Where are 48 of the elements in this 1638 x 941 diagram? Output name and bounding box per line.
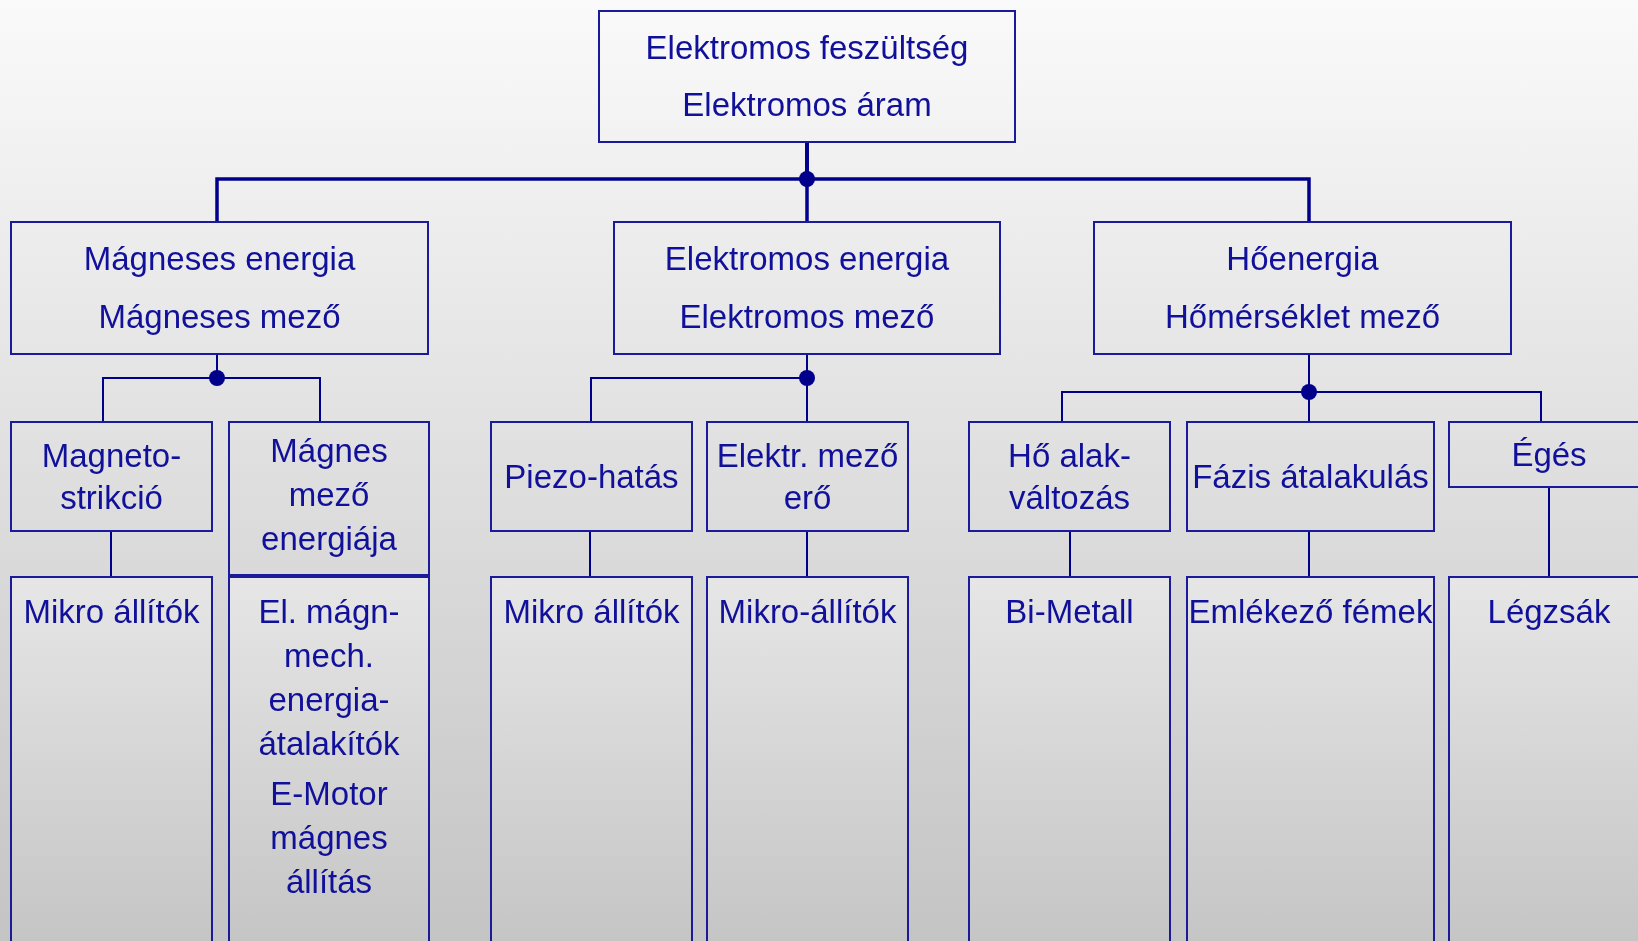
application-box (490, 576, 693, 941)
node-label: Hőenergia (1226, 239, 1379, 279)
node-label: Elektromos áram (682, 85, 932, 126)
node-label: Emlékező fémek (1188, 592, 1433, 632)
application-box (968, 576, 1171, 941)
node-label: Magneto-strikció (40, 435, 183, 518)
connector-line (1069, 531, 1071, 577)
node-label: Elektromos feszültség (645, 27, 969, 68)
connector-line (806, 531, 808, 577)
concept-box (1448, 421, 1638, 488)
connector-line (1308, 531, 1310, 577)
concept-box (10, 221, 429, 355)
application-box (1448, 576, 1638, 941)
node-label: Mágnes mező energiája (260, 431, 398, 559)
connector-line (110, 531, 112, 577)
concept-box (10, 421, 213, 532)
node-label: El. mágn-mech. energia-átalakítók (257, 592, 401, 764)
node-label: Bi-Metall (1005, 592, 1134, 632)
application-box (706, 576, 909, 941)
node-label: E-Motor mágnes állítás (269, 774, 389, 902)
node-label: Égés (1511, 434, 1587, 475)
application-box (10, 576, 213, 941)
node-label: Hő alak-változás (1007, 435, 1132, 518)
connector-line (589, 531, 591, 577)
node-label: Mágneses energia (83, 239, 356, 279)
application-box (1186, 576, 1435, 941)
node-label: Hőmérséklet mező (1164, 297, 1441, 337)
node-label: Mikro-állítók (718, 592, 897, 632)
concept-box (706, 421, 909, 532)
connector-line (1548, 487, 1550, 577)
node-label: Mikro állítók (23, 592, 200, 632)
node-label: Elektromos energia (664, 239, 950, 279)
concept-box (968, 421, 1171, 532)
concept-box (613, 221, 1001, 355)
connector-line (805, 143, 1311, 221)
node-label: Elektr. mező erő (715, 435, 900, 518)
concept-box (490, 421, 693, 532)
node-label: Mágneses mező (98, 297, 341, 337)
node-label: Piezo-hatás (504, 456, 679, 497)
node-label: Fázis átalakulás (1192, 456, 1429, 497)
application-box (228, 576, 430, 941)
node-label: Elektromos mező (679, 297, 935, 337)
concept-box (228, 421, 430, 576)
concept-box (1186, 421, 1435, 532)
node-label: Légzsák (1487, 592, 1611, 632)
node-label: Mikro állítók (503, 592, 680, 632)
concept-box (1093, 221, 1512, 355)
concept-box (598, 10, 1016, 143)
